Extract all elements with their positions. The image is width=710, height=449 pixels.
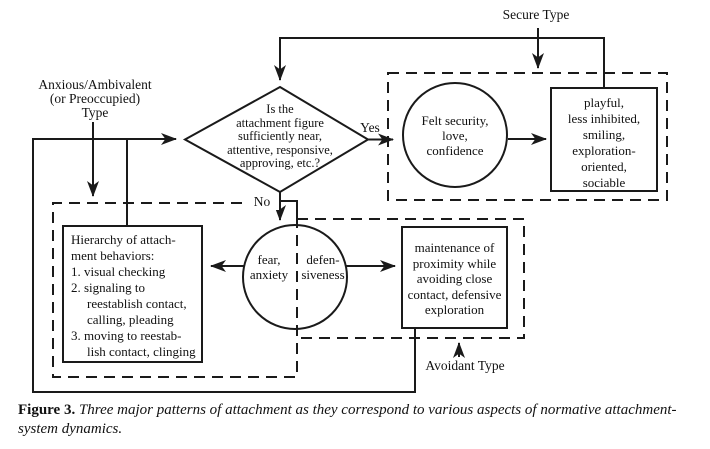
no-label: No <box>245 195 279 210</box>
figure-caption-label: Figure 3. <box>18 402 76 418</box>
outcome-line: oriented, <box>581 159 627 174</box>
secure-outcome-box-shape <box>550 87 658 192</box>
maintenance-box-text: maintenance of proximity while avoiding … <box>402 240 507 318</box>
maintenance-line: maintenance of <box>414 240 495 255</box>
felt-line: love, <box>442 128 468 143</box>
hierarchy-box-text: Hierarchy of attach- ment behaviors: 1. … <box>71 232 199 360</box>
avoidant-type-label: Avoidant Type <box>425 358 505 373</box>
hierarchy-line: lish contact, clinging <box>87 344 196 359</box>
secure-outcome-box-text: playful, less inhibited, smiling, explor… <box>551 95 657 191</box>
defensiveness-line: defen- <box>306 252 340 267</box>
yes-label: Yes <box>360 120 380 135</box>
hierarchy-line: reestablish contact, <box>87 296 187 311</box>
anxious-label-line: Anxious/Ambivalent <box>38 77 152 92</box>
felt-security-circle-text: Felt security, love, confidence <box>395 113 515 158</box>
defensiveness-line: siveness <box>301 267 345 282</box>
maintenance-box-shape <box>401 226 508 329</box>
outcome-line: playful, <box>583 95 625 110</box>
diamond-line: sufficiently near, <box>238 129 322 144</box>
fear-line: fear, <box>257 252 281 267</box>
maintenance-line: contact, defensive <box>407 286 502 302</box>
avoidant-type-dashed-region <box>297 218 525 339</box>
outcome-line: sociable <box>582 175 626 190</box>
felt-line: confidence <box>426 143 484 158</box>
anxious-label-line: Type <box>81 105 109 120</box>
diamond-line: attachment figure <box>236 115 324 130</box>
outcome-line: smiling, <box>582 127 626 142</box>
maintenance-line: proximity while <box>412 255 497 271</box>
maintenance-line: exploration <box>424 302 485 317</box>
hierarchy-line: 2. signaling to <box>71 280 146 295</box>
secure-feedback-arrow <box>274 37 605 88</box>
defensiveness-text: defen- siveness <box>293 252 353 282</box>
hierarchy-line: ment behaviors: <box>71 248 155 263</box>
outcome-line: less inhibited, <box>567 111 641 126</box>
figure-caption-text: Three major patterns of attachment as th… <box>18 402 677 437</box>
diamond-line: Is the <box>266 102 294 116</box>
felt-line: Felt security, <box>421 113 489 128</box>
decision-diamond-text: Is the attachment figure sufficiently ne… <box>195 102 365 171</box>
outcome-line: exploration- <box>572 143 636 158</box>
hierarchy-box-shape <box>62 225 203 363</box>
hierarchy-line: 1. visual checking <box>71 264 166 279</box>
hierarchy-line: Hierarchy of attach- <box>71 232 176 247</box>
fear-anxiety-text: fear, anxiety <box>240 252 298 282</box>
no-branch-connector <box>280 200 298 219</box>
anxious-label-line: (or Preoccupied) <box>49 91 141 106</box>
hierarchy-line: calling, pleading <box>87 312 174 327</box>
diamond-line: approving, etc.? <box>239 156 321 171</box>
anxious-type-label: Anxious/Ambivalent (or Preoccupied) Type <box>25 78 165 120</box>
fear-line: anxiety <box>249 267 289 282</box>
felt-security-circle-shape <box>402 82 508 188</box>
diamond-line: attentive, responsive, <box>227 142 333 157</box>
figure-caption: Figure 3. Three major patterns of attach… <box>18 401 696 438</box>
fear-defensiveness-circle-shape <box>242 224 348 330</box>
outer-feedback-loop-arrow <box>32 133 416 393</box>
maintenance-line: avoiding close <box>416 271 493 286</box>
hierarchy-line: 3. moving to reestab- <box>71 328 182 343</box>
secure-type-label: Secure Type <box>502 7 570 22</box>
